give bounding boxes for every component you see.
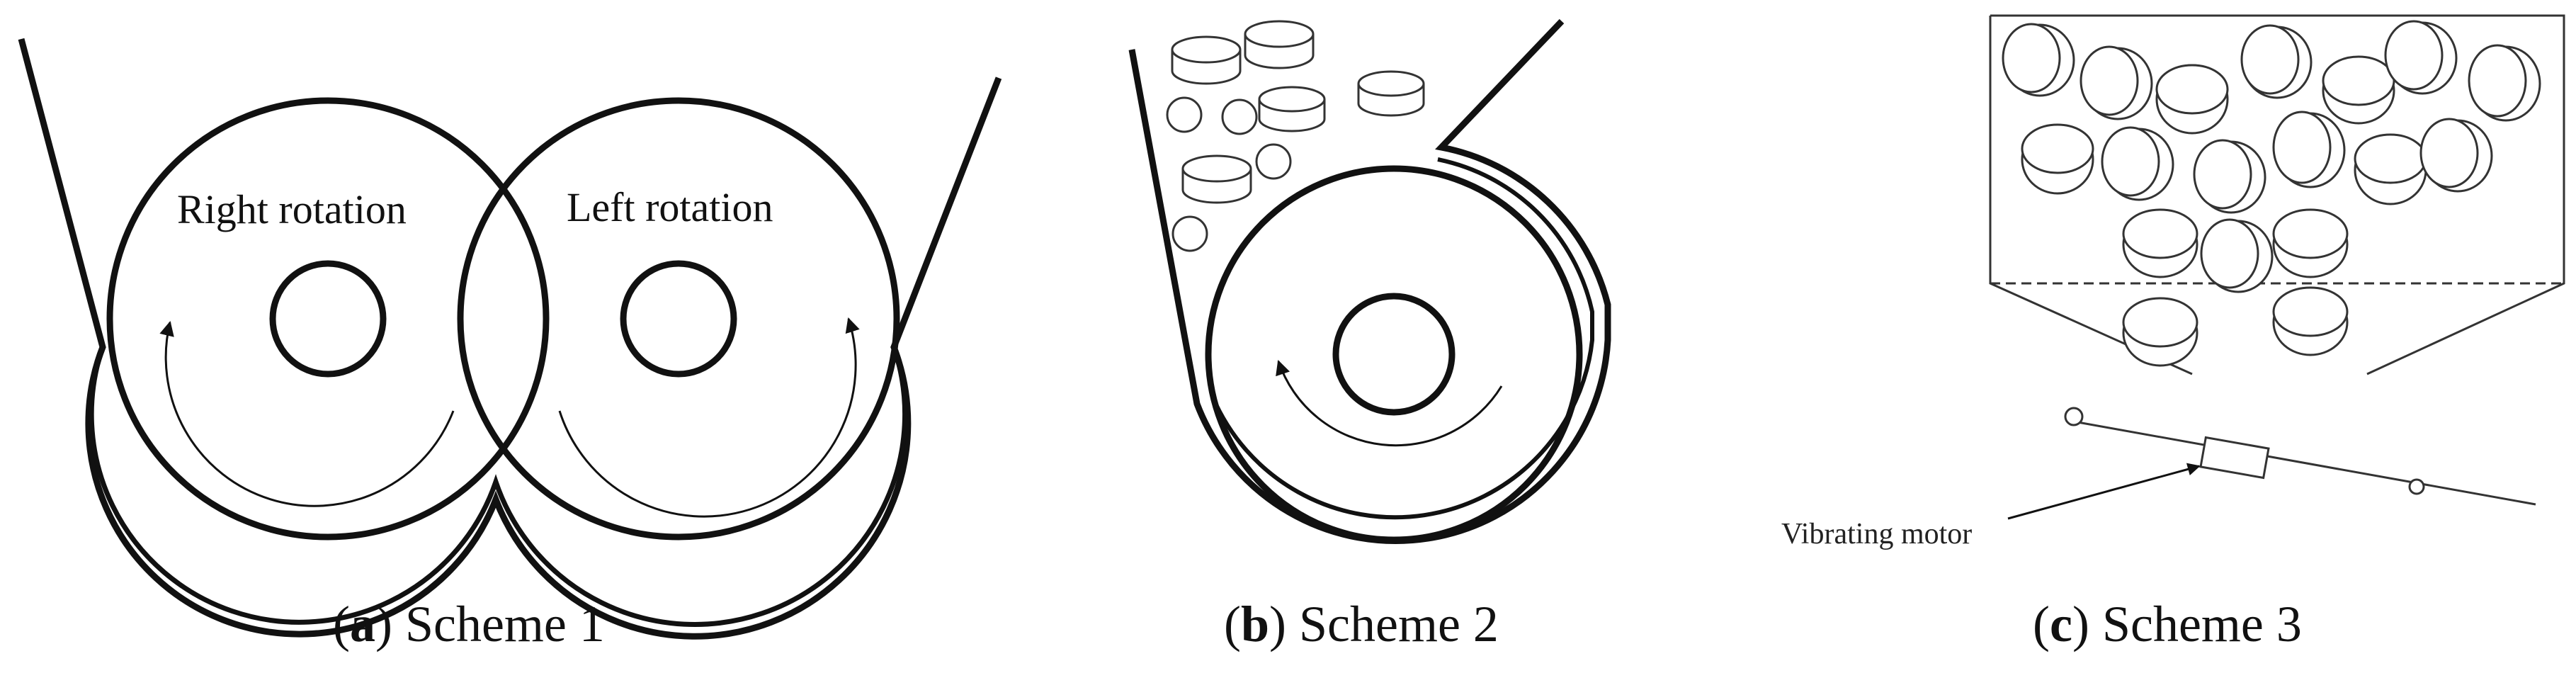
- scheme-a-right-rotation-arrow: [558, 317, 860, 518]
- scheme-b-outer-casing: [1128, 18, 1611, 544]
- scheme-a-right-rotation-label: Right rotation: [177, 186, 407, 232]
- scheme-c-motor-label: Vibrating motor: [1781, 518, 1972, 550]
- tablet: [2101, 126, 2174, 201]
- scheme-a-caption: (a) Scheme 1: [333, 596, 605, 652]
- tablet: [2272, 286, 2349, 356]
- scheme-b-tablets: [1166, 20, 1425, 252]
- scheme-a-outer-casing: [18, 38, 1002, 640]
- scheme-a-inner-casing: [89, 346, 908, 628]
- tablet: [1171, 35, 1242, 85]
- scheme-c-motor-pointer-arrow: [2007, 463, 2201, 520]
- scheme-b-inner-casing: [1210, 157, 1594, 520]
- scheme-c-caption: (c) Scheme 3: [2033, 596, 2302, 652]
- scheme-b-hub: [1332, 293, 1456, 416]
- tablet: [1357, 70, 1425, 117]
- tablet: [2240, 24, 2313, 99]
- scheme-b-rotation-arrow: [1276, 360, 1503, 447]
- scheme-a-left-hub: [269, 260, 387, 378]
- tablet: [2122, 297, 2198, 367]
- scheme-b-drum: [1205, 165, 1583, 543]
- tablet: [2322, 55, 2395, 125]
- tablet: [1171, 215, 1208, 252]
- scheme-c-vibrating-plate: [2073, 420, 2536, 506]
- tablet: [2002, 23, 2075, 97]
- scheme-a-left-rotation-arrow: [159, 320, 455, 507]
- tablet: [2272, 111, 2346, 188]
- scheme-a-left-drum: [106, 97, 550, 541]
- tablet: [2384, 20, 2458, 95]
- tablet: [1181, 154, 1252, 204]
- tablet: [2021, 123, 2094, 195]
- scheme-b-panel: (b) Scheme 2: [1128, 18, 1611, 652]
- tablet: [2272, 208, 2349, 278]
- scheme-a-right-drum: [457, 97, 900, 541]
- scheme-b-caption: (b) Scheme 2: [1224, 596, 1499, 652]
- scheme-c-panel: Vibrating motor (c) Scheme 3: [1781, 14, 2565, 652]
- scheme-a-left-rotation-label: Left rotation: [567, 184, 773, 230]
- tablet: [2419, 118, 2493, 193]
- tablet: [1166, 96, 1203, 133]
- tablet: [2155, 64, 2229, 135]
- scheme-a-right-hub: [620, 260, 737, 378]
- tablet: [2354, 133, 2427, 205]
- scheme-c-vibrating-motor: [2199, 436, 2270, 480]
- tablet: [2122, 208, 2198, 278]
- scheme-c-plate-support: [2408, 478, 2425, 495]
- tablet: [1258, 86, 1326, 132]
- tablet: [2193, 139, 2266, 214]
- tablet: [2468, 44, 2541, 122]
- tablet: [1244, 20, 1315, 69]
- scheme-a-panel: Right rotation Left rotation (a) Scheme …: [18, 38, 1002, 652]
- scheme-c-tablets: [2002, 20, 2541, 367]
- scheme-c-plate-pivot: [2064, 407, 2084, 426]
- tablet: [1255, 143, 1292, 180]
- tablet: [2079, 45, 2153, 120]
- tablet: [1221, 98, 1258, 135]
- tablet: [2200, 218, 2274, 293]
